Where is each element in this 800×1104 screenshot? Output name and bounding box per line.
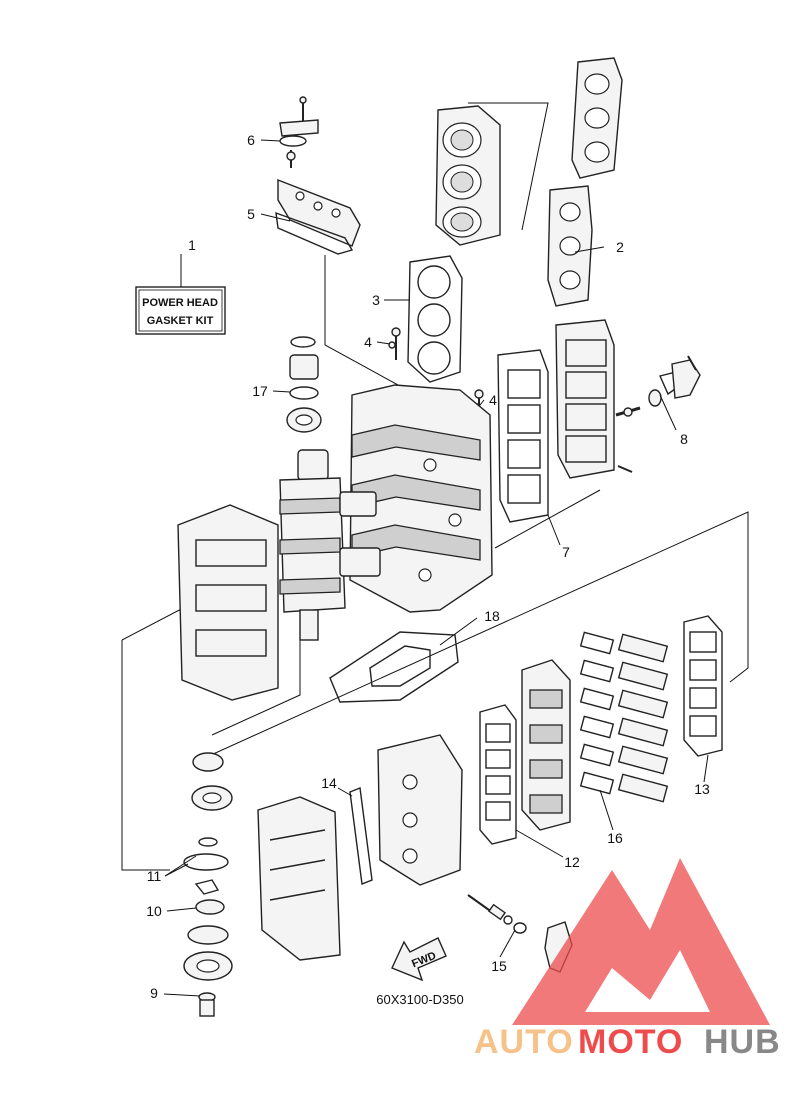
callout-17: 17 xyxy=(252,383,268,399)
callout-14: 14 xyxy=(321,775,337,791)
kit-label-line2: GASKET KIT xyxy=(147,315,214,327)
part-7-exhaust-gasket xyxy=(497,319,615,523)
callout-4b: 4 xyxy=(489,392,497,408)
crankshaft xyxy=(279,449,381,641)
callout-13: 13 xyxy=(694,781,710,797)
part-2-exhaust-covers xyxy=(547,57,623,307)
callout-10: 10 xyxy=(146,903,162,919)
part-6-gasket xyxy=(279,96,319,168)
intake-manifold xyxy=(377,734,463,886)
reed-valve-body xyxy=(521,659,571,831)
callout-15: 15 xyxy=(491,958,507,974)
watermark-text-auto: AUTO xyxy=(474,1023,574,1061)
callout-11: 11 xyxy=(147,868,162,884)
part-14-seal-strip xyxy=(349,787,373,885)
part-17-seals xyxy=(286,336,322,433)
watermark-logo xyxy=(512,858,770,1025)
part-15-fitting xyxy=(467,894,573,973)
callout-4a: 4 xyxy=(364,334,372,350)
gasket-kit-label: POWER HEAD GASKET KIT xyxy=(135,254,226,335)
part-13-plate-gasket xyxy=(683,615,723,757)
drawing-code: 60X3100-D350 xyxy=(376,992,463,1007)
callout-leaders xyxy=(163,139,709,997)
callout-2: 2 xyxy=(616,239,624,255)
callout-5: 5 xyxy=(247,206,255,222)
crankcase xyxy=(177,504,279,701)
part-3-head-gasket xyxy=(407,255,463,383)
fwd-arrow: FWD xyxy=(391,937,447,982)
part-12-reed-gasket xyxy=(479,704,517,845)
callout-6: 6 xyxy=(247,132,255,148)
part-16-reed-gaskets xyxy=(579,631,669,803)
callout-8: 8 xyxy=(680,431,688,447)
watermark-text: AUTO MOTO HUB xyxy=(474,1023,781,1061)
part-8-thermostat xyxy=(615,355,701,473)
lower-seal-stack xyxy=(183,752,233,1017)
callout-9: 9 xyxy=(150,985,158,1001)
callout-numbers: 1 2 3 4 4 5 6 7 8 9 10 11 12 13 14 15 16… xyxy=(146,132,710,1001)
callout-12: 12 xyxy=(564,854,580,870)
callout-3: 3 xyxy=(372,292,380,308)
part-5-cover xyxy=(275,178,361,255)
kit-label-line1: POWER HEAD xyxy=(142,297,218,309)
callout-18: 18 xyxy=(484,608,500,624)
callout-7: 7 xyxy=(562,544,570,560)
assembly-leaders xyxy=(121,102,749,871)
watermark-text-hub: HUB xyxy=(704,1023,781,1061)
callout-1: 1 xyxy=(188,237,196,253)
part-18-base-gasket xyxy=(329,631,459,703)
watermark-text-moto: MOTO xyxy=(578,1023,683,1061)
cylinder-head xyxy=(435,105,501,246)
silencer-cover xyxy=(257,796,341,961)
callout-16: 16 xyxy=(607,830,623,846)
